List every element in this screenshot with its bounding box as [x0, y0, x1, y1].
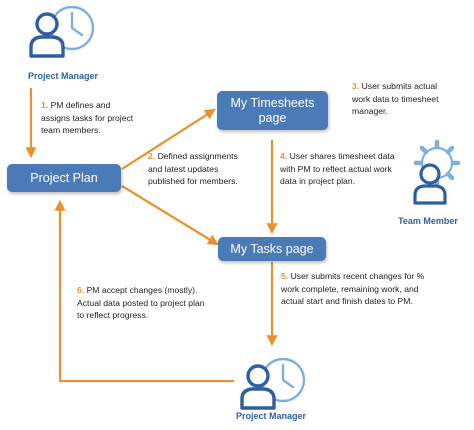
team-member-person-icon: [413, 163, 447, 205]
my-timesheets-box: My Timesheets page: [217, 91, 328, 130]
step-5-note: 5. User submits recent changes for % wor…: [281, 270, 424, 308]
step-5-line-3: actual start and finish dates to PM.: [281, 296, 413, 306]
project-manager-label: Project Manager: [27, 71, 99, 81]
step-1-line-1: PM defines and: [50, 100, 111, 110]
arrow-pm-back-to-plan: [54, 199, 234, 383]
step-4-line-2: with PM to reflect actual work: [280, 163, 392, 174]
project-plan-label: Project Plan: [30, 170, 98, 185]
step-2-number: 2.: [148, 151, 156, 161]
step-4-line-1: User shares timesheet data: [289, 151, 395, 161]
my-timesheets-label-page: page: [258, 110, 287, 125]
step-1-line-2: assigns tasks for project: [41, 112, 134, 123]
arrow-plan-to-timesheets: [121, 108, 216, 170]
my-timesheets-label: My Timesheets: [230, 95, 315, 110]
my-tasks-label: My Tasks page: [230, 241, 314, 256]
step-2-line-3: published for members.: [148, 176, 238, 186]
project-manager-icon: [240, 357, 306, 410]
step-6-line-1: PM accept changes (mostly).: [86, 285, 198, 295]
step-1-line-3: team members.: [41, 125, 101, 135]
project-manager-label: Project Manager: [235, 411, 307, 421]
team-member-label: Team Member: [398, 216, 458, 226]
step-1-number: 1.: [41, 100, 49, 110]
step-4-note: 4. User shares timesheet data with PM to…: [280, 150, 395, 188]
step-5-line-2: work complete, remaining work, and: [281, 283, 419, 294]
step-3-line-1: User submits actual: [361, 81, 438, 91]
arrow-plan-to-tasks: [121, 185, 219, 246]
project-plan-box: Project Plan: [7, 164, 121, 192]
step-2-line-1: Defined assignments: [157, 151, 238, 161]
step-3-line-2: work data to timesheet: [352, 93, 439, 104]
step-4-line-3: data in project plan.: [280, 176, 356, 186]
my-tasks-box: My Tasks page: [218, 237, 326, 261]
step-6-line-2: Actual data posted to project plan: [77, 297, 205, 308]
step-5-line-1: User submits recent changes for %: [290, 271, 425, 281]
step-5-number: 5.: [281, 271, 289, 281]
step-3-note: 3. User submits actual work data to time…: [352, 80, 438, 118]
step-2-note: 2. Defined assignments and latest update…: [148, 150, 238, 188]
step-3-number: 3.: [352, 81, 360, 91]
step-6-number: 6.: [77, 285, 85, 295]
step-6-line-3: to reflect progress.: [77, 310, 149, 320]
step-6-note: 6. PM accept changes (mostly). Actual da…: [77, 284, 205, 322]
step-1-note: 1. PM defines and assigns tasks for proj…: [41, 99, 133, 137]
project-manager-icon: [29, 5, 95, 58]
step-2-line-2: and latest updates: [148, 163, 219, 174]
step-3-line-3: manager.: [352, 106, 388, 116]
step-4-number: 4.: [280, 151, 288, 161]
